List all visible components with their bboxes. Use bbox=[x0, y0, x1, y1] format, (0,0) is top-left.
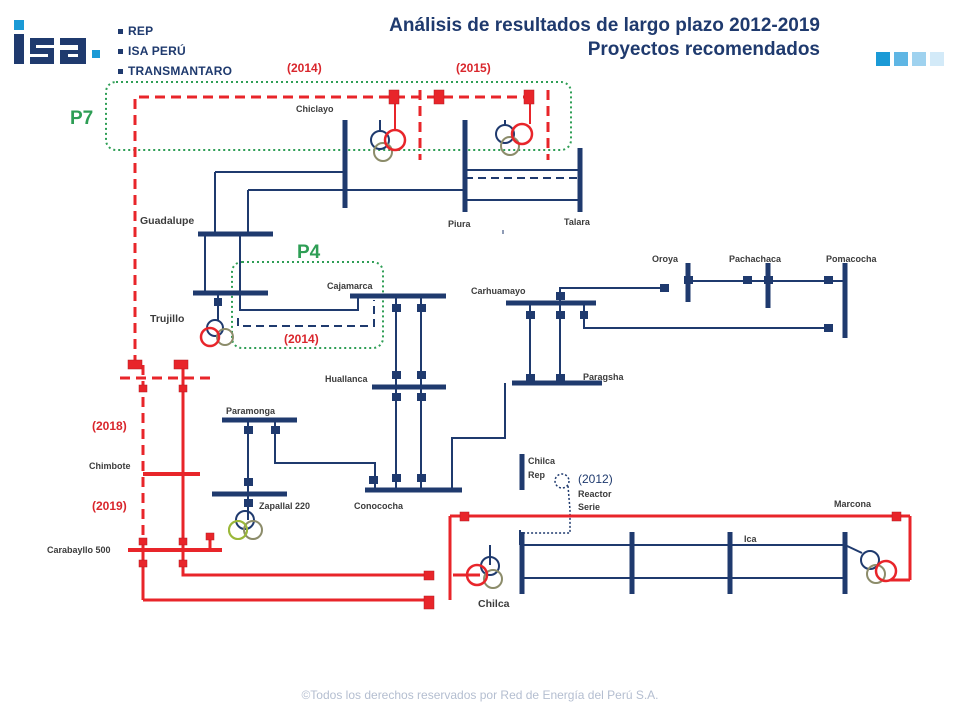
label-pomacocha: Pomacocha bbox=[826, 254, 878, 264]
year-2015: (2015) bbox=[456, 61, 491, 75]
label-marcona: Marcona bbox=[834, 499, 872, 509]
project-labels: P7 P4 bbox=[70, 108, 321, 263]
brand-transmantaro: TRANSMANTARO bbox=[118, 64, 232, 78]
label-chilca-rep-1: Chilca bbox=[528, 456, 556, 466]
project-p4-label: P4 bbox=[297, 242, 321, 263]
company-logo: REP ISA PERÚ TRANSMANTARO bbox=[8, 14, 258, 84]
year-2014-mid: (2014) bbox=[284, 332, 319, 346]
label-huallanca: Huallanca bbox=[325, 374, 369, 384]
label-ica: Ica bbox=[744, 534, 758, 544]
navy-transformers bbox=[206, 120, 886, 589]
title-line-2: Proyectos recomendados bbox=[587, 39, 820, 60]
navy-busbars bbox=[193, 120, 848, 594]
label-chiclayo: Chiclayo bbox=[296, 104, 334, 114]
red-busbars bbox=[128, 472, 222, 552]
label-piura: Piura bbox=[448, 219, 472, 229]
label-guadalupe: Guadalupe bbox=[140, 215, 194, 227]
label-reactor-1: Reactor bbox=[578, 489, 612, 499]
year-2012: (2012) bbox=[578, 472, 613, 486]
page-title: Análisis de resultados de largo plazo 20… bbox=[389, 14, 820, 62]
label-paramonga: Paramonga bbox=[226, 406, 276, 416]
navy-breakers bbox=[214, 276, 833, 507]
navy-dashed-lines bbox=[237, 177, 580, 327]
footer-copyright: ©Todos los derechos reservados por Red d… bbox=[301, 688, 659, 702]
project-p7-label: P7 bbox=[70, 108, 93, 129]
year-labels: (2014) (2015) (2014) (2018) (2019) bbox=[92, 61, 491, 513]
label-carhuamayo: Carhuamayo bbox=[471, 286, 526, 296]
label-paragsha: Paragsha bbox=[583, 372, 625, 382]
red-lines bbox=[141, 365, 912, 602]
label-carabayllo: Carabayllo 500 bbox=[47, 545, 111, 555]
label-oroya: Oroya bbox=[652, 254, 679, 264]
label-talara: Talara bbox=[564, 217, 591, 227]
title-decoration bbox=[876, 52, 944, 66]
label-chilca: Chilca bbox=[478, 598, 510, 610]
title-line-1: Análisis de resultados de largo plazo 20… bbox=[389, 15, 820, 36]
red-breakers bbox=[127, 89, 902, 610]
label-cajamarca: Cajamarca bbox=[327, 281, 374, 291]
label-zapallal: Zapallal 220 bbox=[259, 501, 310, 511]
isa-logo-icon bbox=[14, 20, 100, 64]
reactor-serie bbox=[524, 473, 571, 534]
label-chilca-rep-2: Rep bbox=[528, 470, 546, 480]
label-trujillo: Trujillo bbox=[150, 313, 184, 325]
brand-rep: REP bbox=[118, 24, 153, 38]
green-transformer-rings bbox=[228, 520, 248, 540]
brand-isa-peru: ISA PERÚ bbox=[118, 44, 186, 58]
year-2014-top: (2014) bbox=[287, 61, 322, 75]
year-2019: (2019) bbox=[92, 499, 127, 513]
substation-labels: Chiclayo Piura Talara Guadalupe Trujillo… bbox=[47, 104, 878, 610]
label-reactor-2: Serie bbox=[578, 502, 600, 512]
red-transformers bbox=[199, 122, 898, 587]
label-pachachaca: Pachachaca bbox=[729, 254, 782, 264]
label-conococha: Conococha bbox=[354, 501, 404, 511]
p7-project-box bbox=[105, 81, 572, 151]
label-chimbote: Chimbote bbox=[89, 461, 131, 471]
p4-project-box bbox=[231, 261, 384, 349]
year-2018: (2018) bbox=[92, 419, 127, 433]
